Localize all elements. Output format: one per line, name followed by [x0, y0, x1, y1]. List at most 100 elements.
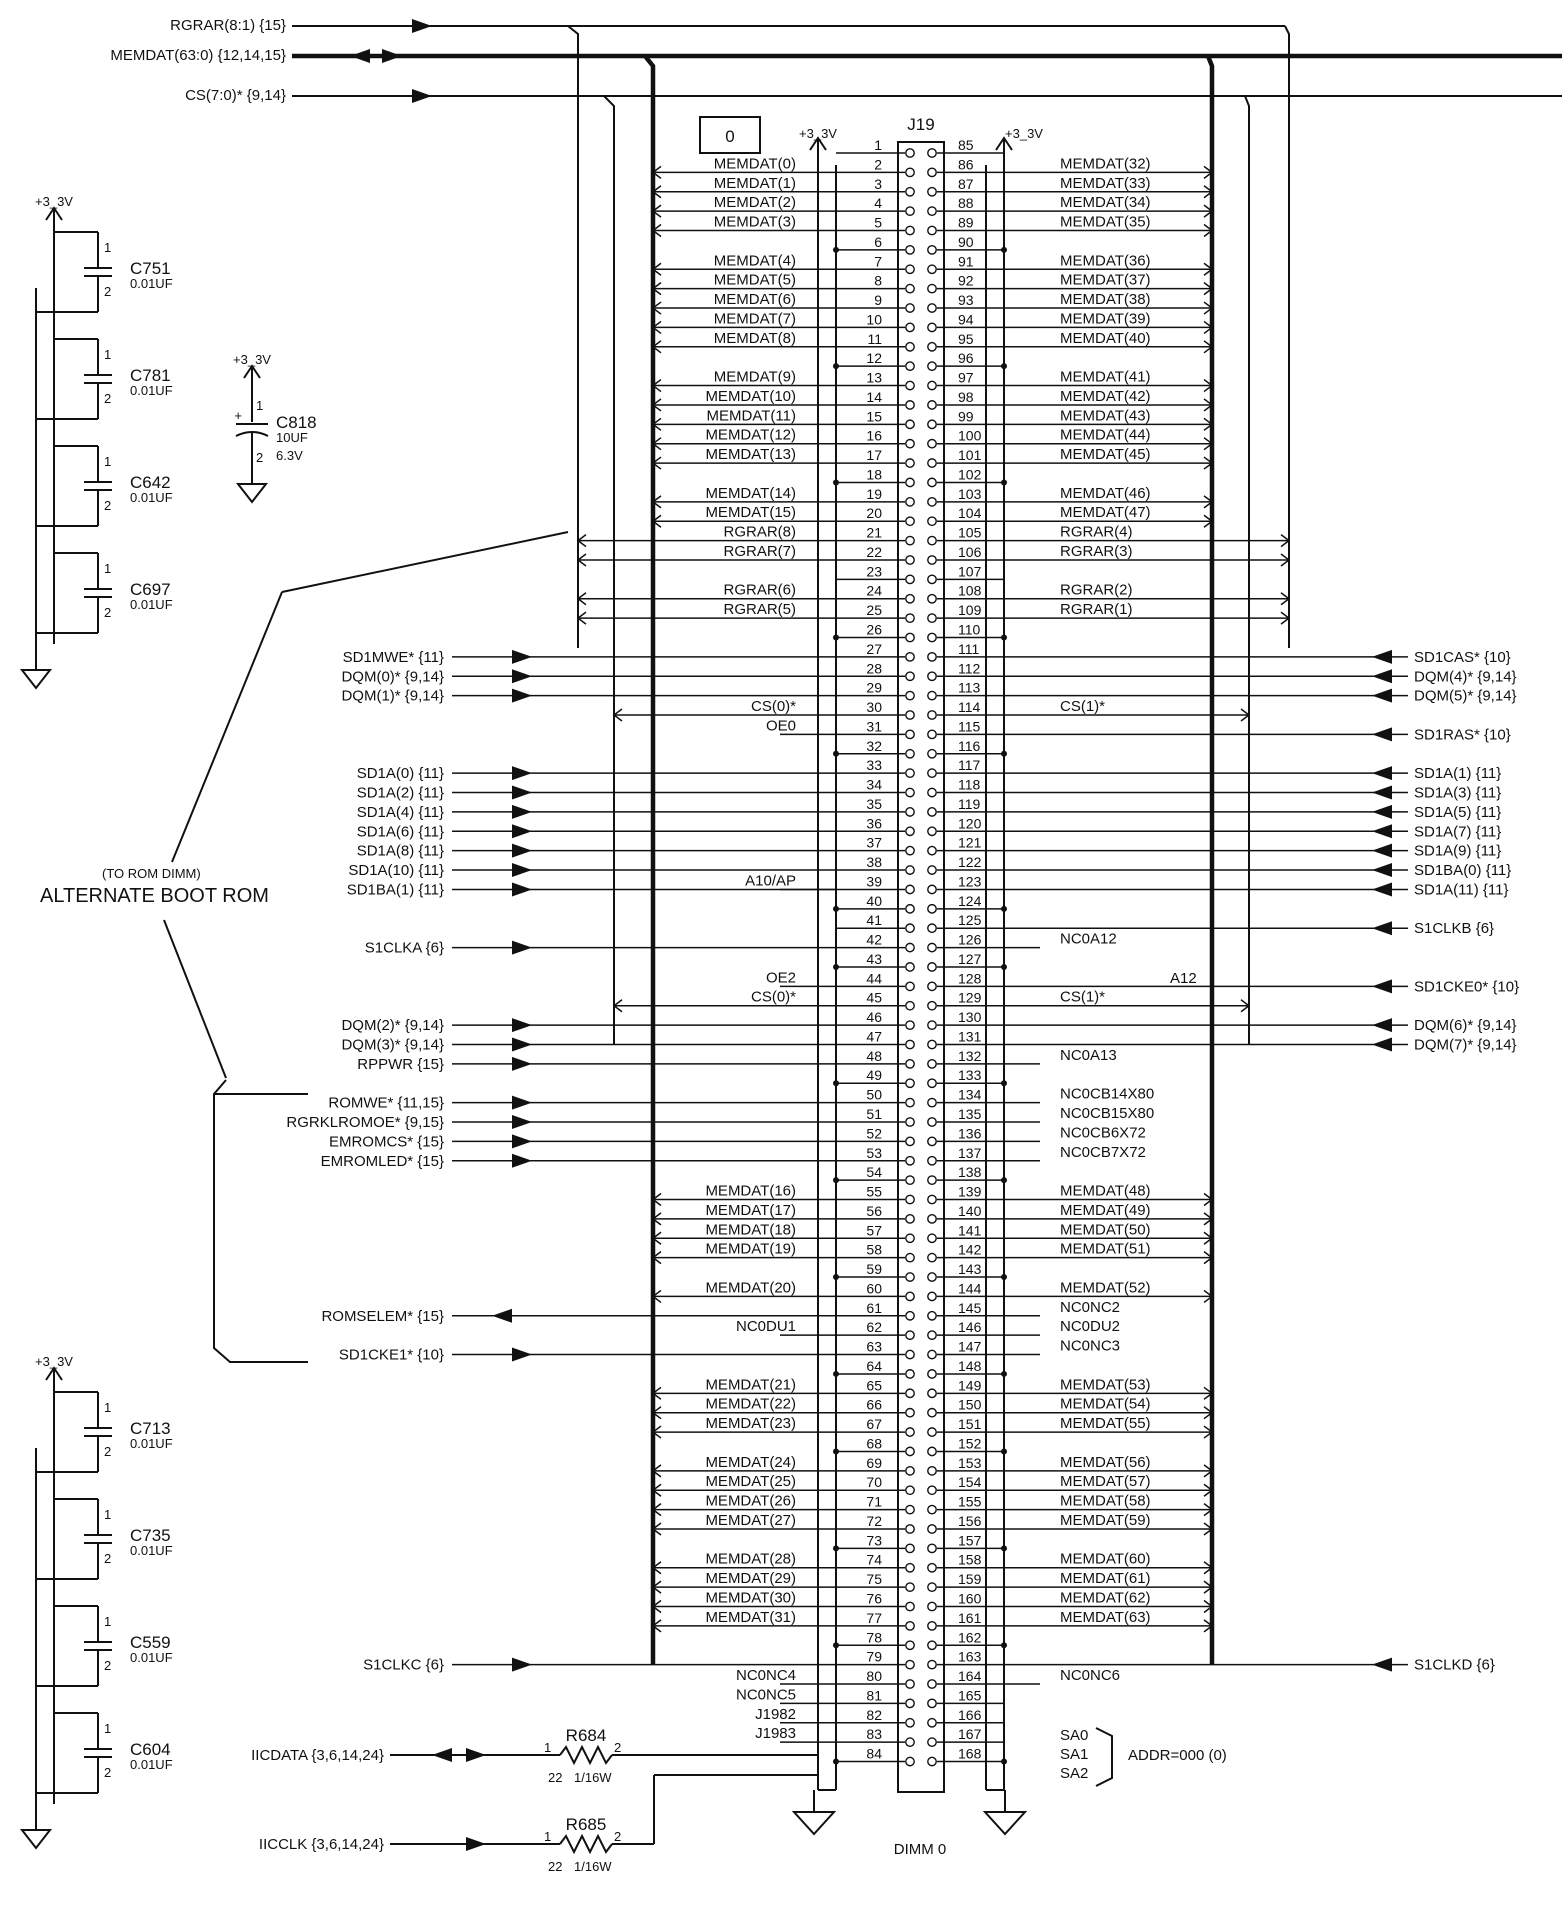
- pin-number: 102: [958, 466, 982, 482]
- pin-92: [927, 283, 937, 294]
- pin-36: [905, 826, 915, 837]
- net-label: MEMDAT(60): [1060, 1551, 1151, 1568]
- pin-22: [905, 555, 915, 565]
- pin-number: 94: [958, 311, 974, 327]
- pin-number: 85: [958, 137, 974, 153]
- net-label: MEMDAT(42): [1060, 388, 1151, 405]
- net-label: RGRAR(8): [723, 524, 796, 541]
- pin-number: 48: [866, 1048, 882, 1064]
- pin-number: 144: [958, 1280, 982, 1296]
- cap-pin2: 2: [104, 498, 111, 513]
- pin-number: 79: [866, 1649, 882, 1665]
- pin-number: 36: [866, 815, 882, 831]
- pin-164: [927, 1679, 937, 1689]
- net-label: MEMDAT(14): [705, 485, 796, 502]
- pin-number: 37: [866, 835, 882, 851]
- net-label: RGRAR(1): [1060, 601, 1133, 618]
- decoupling-caps-bottom: +3_3V12C7130.01UF12C7350.01UF12C5590.01U…: [19, 1354, 173, 1850]
- pin-20: [905, 516, 915, 527]
- pin-number: 122: [958, 854, 982, 870]
- pin-14: [905, 400, 915, 410]
- connector-name: DIMM 0: [894, 1841, 947, 1858]
- net-label: MEMDAT(39): [1060, 310, 1151, 327]
- resistor-r684-icon: [559, 1744, 613, 1766]
- pin-66: [905, 1407, 915, 1418]
- pin-number: 61: [866, 1300, 882, 1316]
- bulk-capacitor-c818: +3_3V + 1 2 C818 10UF 6.3V: [233, 352, 317, 504]
- pin-number: 40: [866, 893, 882, 909]
- pin-number: 157: [958, 1532, 982, 1548]
- pin-number: 124: [958, 893, 982, 909]
- pin-number: 109: [958, 602, 982, 618]
- net-label: MEMDAT(22): [705, 1396, 796, 1413]
- pin-153: [927, 1465, 937, 1476]
- pin-91: [927, 264, 937, 275]
- pin-number: 56: [866, 1203, 882, 1219]
- bus-label-cs: CS(7:0)* {9,14}: [185, 87, 286, 104]
- pin-number: 89: [958, 215, 974, 231]
- pin-number: 154: [958, 1474, 982, 1490]
- pin-number: 164: [958, 1668, 982, 1684]
- pin-168: [927, 1756, 937, 1767]
- pin-94: [927, 322, 937, 333]
- cap-pin1: 1: [104, 561, 111, 576]
- pin-net-labels: MEMDAT(0)MEMDAT(1)MEMDAT(2)MEMDAT(3)MEMD…: [576, 155, 1291, 1743]
- pin-16: [905, 438, 915, 449]
- pin-number: 117: [958, 757, 981, 773]
- left-signal-label: SD1A(6) {11}: [357, 823, 444, 840]
- pin-number: 142: [958, 1242, 982, 1258]
- pin-97: [927, 380, 937, 391]
- external-signals: SD1MWE* {11}DQM(0)* {9,14}DQM(1)* {9,14}…: [286, 649, 1519, 1674]
- net-label: MEMDAT(32): [1060, 155, 1151, 172]
- left-signal-label: SD1MWE* {11}: [343, 649, 444, 666]
- pin-number: 167: [958, 1726, 982, 1742]
- net-label: MEMDAT(9): [714, 369, 796, 386]
- cap-pin2: 2: [104, 1551, 111, 1566]
- pin-number: 52: [866, 1125, 882, 1141]
- net-label: J1982: [755, 1706, 796, 1723]
- pin-number: 62: [866, 1319, 882, 1335]
- bulk-cap-value: 10UF: [276, 430, 308, 445]
- pin-number: 70: [866, 1474, 882, 1490]
- net-label: NC0A12: [1060, 931, 1117, 948]
- net-label: MEMDAT(16): [705, 1183, 796, 1200]
- pin-number: 1: [874, 137, 882, 153]
- net-label: MEMDAT(23): [705, 1415, 796, 1432]
- pin-number: 86: [958, 156, 974, 172]
- pin-number: 126: [958, 932, 982, 948]
- pin-110: [927, 632, 937, 643]
- pin-81: [905, 1698, 915, 1709]
- pin-106: [927, 555, 937, 565]
- pin-number: 71: [866, 1494, 882, 1510]
- pin-number: 133: [958, 1067, 982, 1083]
- pin-125: [927, 923, 937, 934]
- pin-number: 14: [866, 389, 882, 405]
- pin-39: [905, 884, 915, 895]
- left-signal-label: SD1A(0) {11}: [357, 765, 444, 782]
- pin-87: [927, 186, 937, 197]
- left-signal-label: SD1A(8) {11}: [357, 843, 444, 860]
- pin-number: 67: [866, 1416, 882, 1432]
- pin-95: [927, 341, 937, 352]
- pin-79: [905, 1659, 915, 1670]
- vertical-buses: [567, 25, 1290, 1664]
- right-signal-label: DQM(7)* {9,14}: [1414, 1036, 1517, 1053]
- pin-number: 30: [866, 699, 882, 715]
- pin-101: [927, 458, 937, 468]
- pin-157: [927, 1543, 937, 1554]
- cap-pin1: 1: [104, 1721, 111, 1736]
- net-label: MEMDAT(6): [714, 291, 796, 308]
- pin-130: [927, 1020, 937, 1030]
- cap-pin2: 2: [104, 1444, 111, 1459]
- pin-number: 49: [866, 1067, 882, 1083]
- cap-value: 0.01UF: [130, 1757, 173, 1772]
- right-signal-label: DQM(6)* {9,14}: [1414, 1017, 1517, 1034]
- power-right-label: +3_3V: [1005, 126, 1043, 141]
- pin-1: [905, 148, 915, 158]
- net-label: MEMDAT(24): [705, 1454, 796, 1471]
- pin-135: [927, 1117, 937, 1127]
- pin-number: 136: [958, 1125, 982, 1141]
- ground-icon: [982, 1811, 1028, 1836]
- net-label: MEMDAT(54): [1060, 1396, 1151, 1413]
- r685-value: 22: [548, 1859, 562, 1874]
